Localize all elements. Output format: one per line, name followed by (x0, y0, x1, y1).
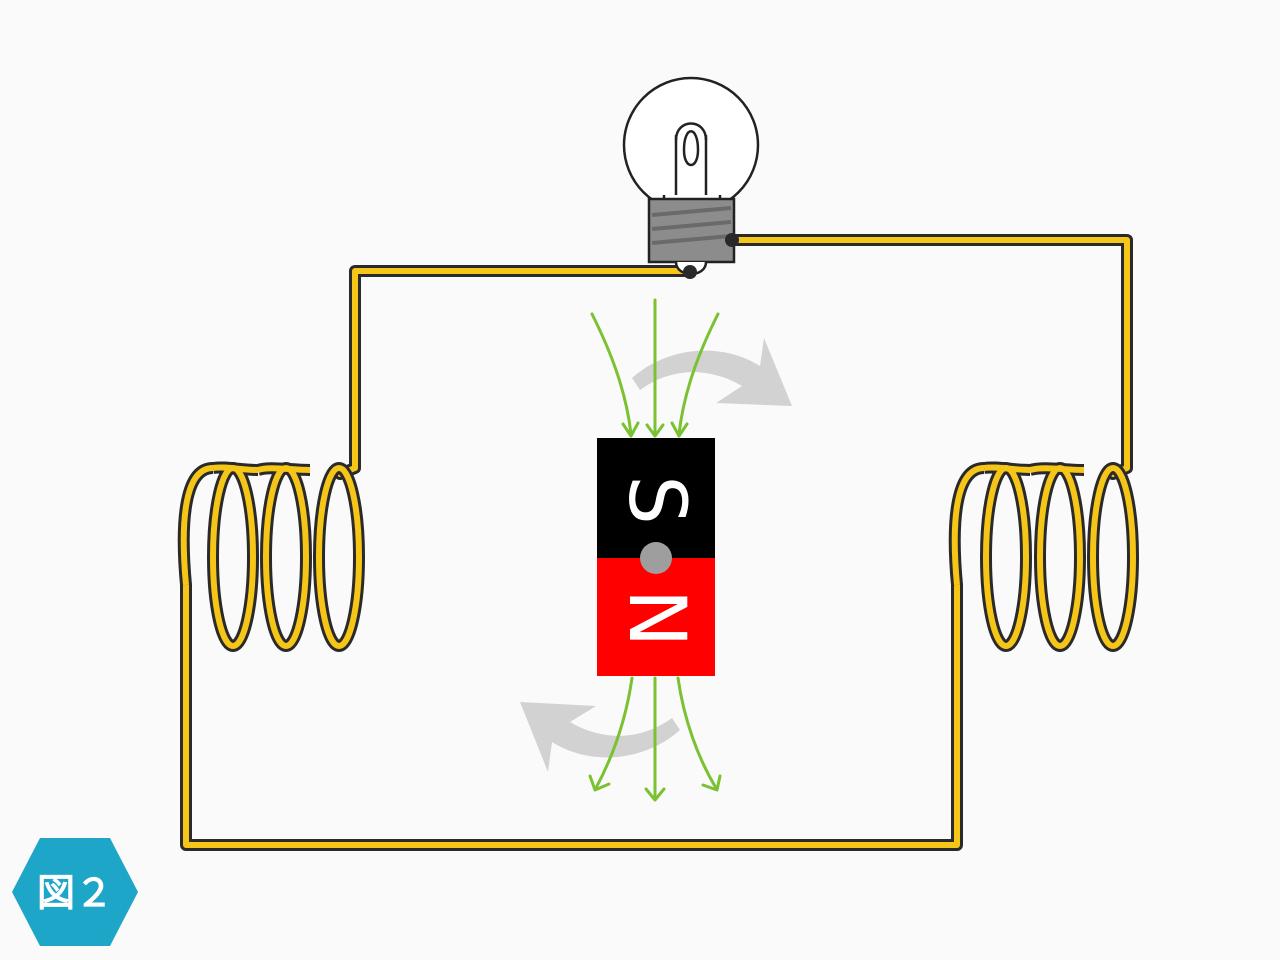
terminal-bottom (683, 265, 697, 279)
wire-bottom (183, 582, 960, 848)
bulb-filament (674, 122, 708, 167)
field-line-bottom-left (594, 676, 634, 790)
arrowhead-bottom-left (588, 774, 611, 792)
bulb-glass (622, 76, 760, 214)
field-line-bottom-right (676, 676, 718, 790)
rotation-arrow-icon (520, 338, 792, 772)
field-line-top-right (677, 312, 720, 436)
left-coil (177, 461, 365, 652)
badge-hexagon (12, 838, 138, 946)
arrowhead-top-left (621, 421, 640, 438)
arrowhead-bottom-right (701, 774, 722, 792)
bulb-filament-stem (674, 135, 708, 205)
arrowhead-top-right (670, 421, 689, 438)
magnet-north-pole (597, 558, 715, 676)
rotation-arrow-top (632, 338, 792, 406)
bulb-thread (651, 206, 732, 245)
north-pole-label: N (611, 589, 701, 647)
arrowhead-bottom-center (644, 787, 666, 802)
bar-magnet: S N (597, 438, 715, 676)
right-coil (948, 461, 1139, 652)
light-bulb-icon (622, 76, 760, 279)
rotation-arrow-bottom (520, 702, 680, 772)
magnet-south-pole (597, 438, 715, 558)
magnet-pivot (640, 542, 672, 574)
arrowhead-top-center (645, 423, 665, 438)
terminal-side (725, 233, 739, 247)
magnetic-field-lines (590, 298, 720, 800)
south-pole-label: S (611, 475, 701, 525)
figure-badge: 図２ (12, 838, 138, 946)
figure-label: 図２ (37, 871, 113, 915)
field-arrowheads (588, 421, 722, 802)
wire-right-upper (729, 237, 1130, 477)
wire-right-upper-outline (726, 234, 1133, 480)
field-line-top-left (590, 312, 633, 436)
